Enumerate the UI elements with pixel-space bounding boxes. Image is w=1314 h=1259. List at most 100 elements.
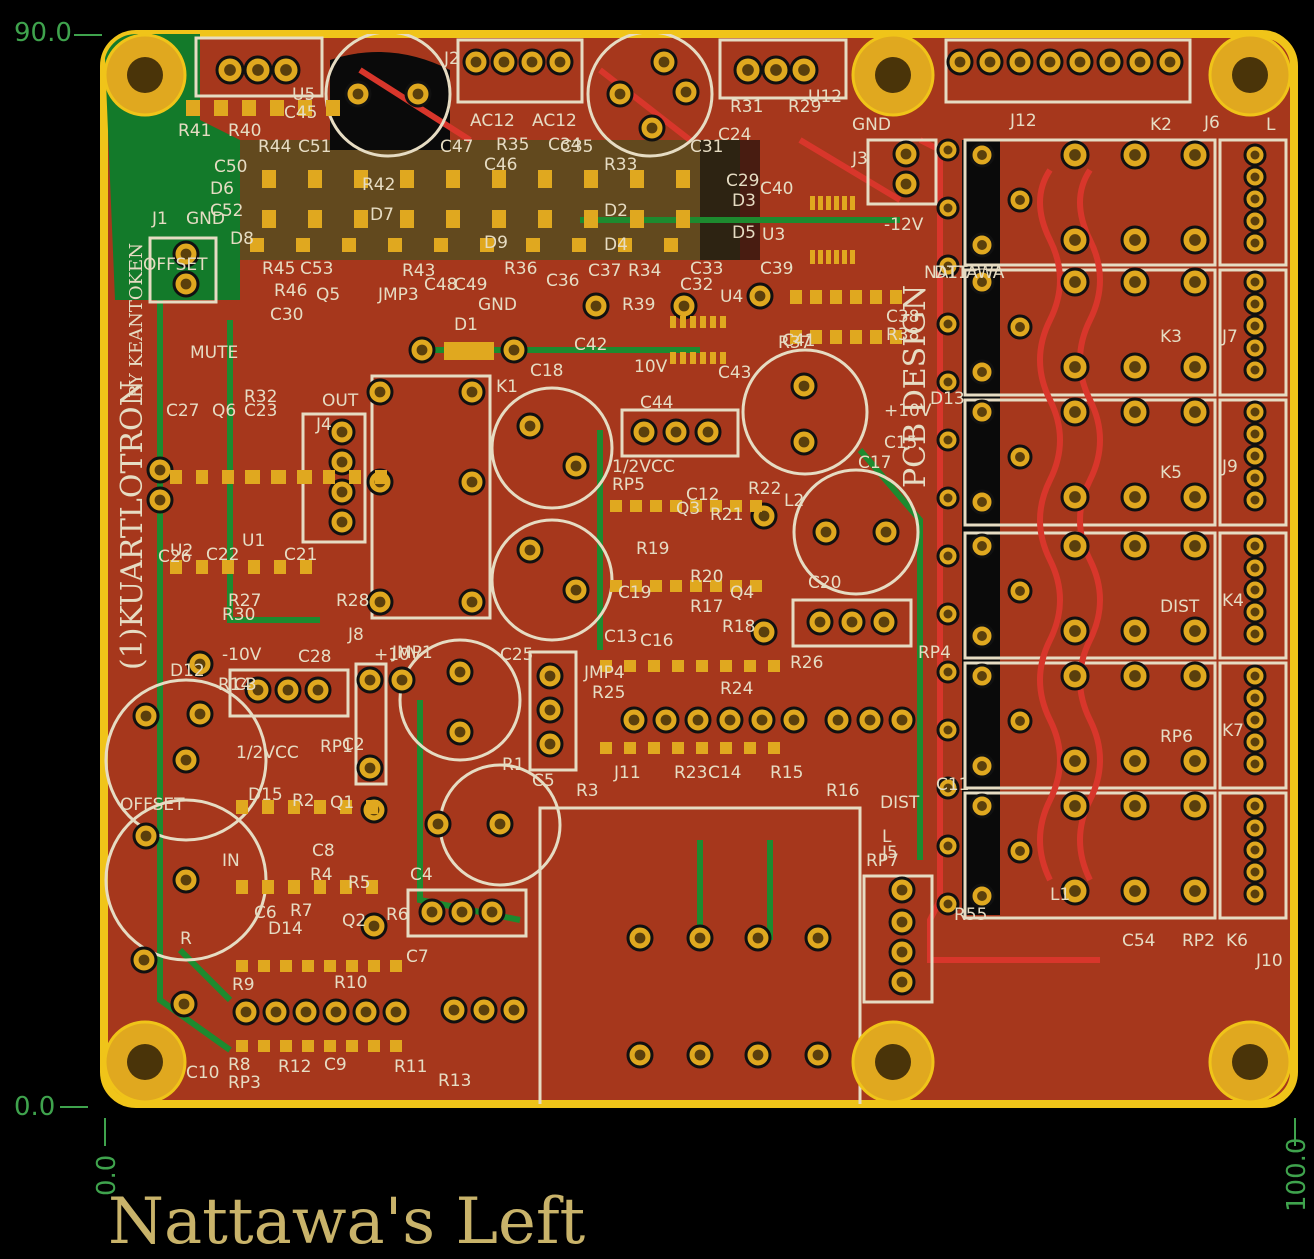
smd-pad bbox=[768, 660, 780, 672]
drill-hole bbox=[1015, 195, 1025, 205]
smd-pad bbox=[326, 100, 340, 116]
silkscreen-label: R38 bbox=[886, 325, 919, 345]
drill-hole bbox=[943, 899, 953, 909]
silkscreen-label: C24 bbox=[718, 125, 752, 145]
silkscreen-label: D13 bbox=[930, 389, 965, 409]
drill-hole bbox=[1250, 629, 1260, 639]
drill-hole bbox=[178, 998, 190, 1010]
silkscreen-label: C50 bbox=[214, 157, 248, 177]
silkscreen-label: R42 bbox=[362, 175, 395, 195]
drill-hole bbox=[1189, 361, 1201, 373]
drill-hole bbox=[544, 738, 556, 750]
drill-hole bbox=[758, 510, 770, 522]
smd-pad bbox=[710, 316, 716, 328]
drill-hole bbox=[1069, 800, 1081, 812]
smd-pad bbox=[744, 660, 756, 672]
silkscreen-label: Q2 bbox=[342, 911, 366, 931]
drill-hole bbox=[832, 714, 844, 726]
smd-pad bbox=[710, 352, 716, 364]
drill-hole bbox=[878, 616, 890, 628]
smd-pad bbox=[744, 742, 756, 754]
silkscreen-label: C5 bbox=[532, 771, 555, 791]
smd-pad bbox=[630, 170, 644, 188]
smd-pad bbox=[222, 560, 234, 574]
drill-hole bbox=[638, 426, 650, 438]
smd-pad bbox=[730, 580, 742, 592]
drill-hole bbox=[678, 300, 690, 312]
smd-pad bbox=[618, 238, 632, 252]
drill-hole bbox=[896, 976, 908, 988]
smd-pad bbox=[271, 470, 283, 484]
smd-pad bbox=[390, 960, 402, 972]
drill-hole bbox=[896, 916, 908, 928]
smd-pad bbox=[388, 238, 402, 252]
silkscreen-label: C35 bbox=[560, 137, 594, 157]
silkscreen-label: R44 bbox=[258, 137, 291, 157]
smd-pad bbox=[850, 290, 862, 304]
dim-y-top: 90.0 bbox=[14, 18, 72, 48]
drill-hole bbox=[798, 380, 810, 392]
silkscreen-label: C33 bbox=[690, 259, 724, 279]
silkscreen-label: C8 bbox=[312, 841, 335, 861]
smd-pad bbox=[434, 238, 448, 252]
smd-pad bbox=[572, 238, 586, 252]
drill-hole bbox=[752, 932, 764, 944]
drill-hole bbox=[508, 344, 520, 356]
silkscreen-label: J11 bbox=[613, 763, 641, 783]
drill-hole bbox=[1129, 800, 1141, 812]
silkscreen-label: R6 bbox=[386, 905, 409, 925]
drill-hole bbox=[1250, 737, 1260, 747]
drill-hole bbox=[486, 906, 498, 918]
smd-pad bbox=[870, 290, 882, 304]
smd-pad bbox=[302, 960, 314, 972]
silkscreen-label: IN bbox=[222, 851, 240, 871]
smd-pad bbox=[890, 330, 902, 344]
silkscreen-label: C53 bbox=[300, 259, 334, 279]
silkscreen-label: R19 bbox=[636, 539, 669, 559]
drill-hole bbox=[1014, 56, 1026, 68]
smd-pad bbox=[526, 238, 540, 252]
dark-region-mid bbox=[700, 140, 760, 260]
drill-hole bbox=[977, 150, 987, 160]
silkscreen-label: R12 bbox=[278, 1057, 311, 1077]
silkscreen-label: -10V bbox=[222, 645, 262, 665]
silkscreen-label: R43 bbox=[402, 261, 435, 281]
silkscreen-label: Q4 bbox=[730, 583, 754, 603]
drill-hole bbox=[692, 714, 704, 726]
smd-pad bbox=[368, 1040, 380, 1052]
silkscreen-label: R15 bbox=[770, 763, 803, 783]
drill-hole bbox=[466, 476, 478, 488]
smd-pad bbox=[850, 250, 855, 264]
smd-pad bbox=[314, 800, 326, 814]
silkscreen-label: R9 bbox=[232, 975, 255, 995]
silkscreen-label: J5 bbox=[881, 843, 898, 863]
silkscreen-label: R13 bbox=[438, 1071, 471, 1091]
smd-pad bbox=[196, 560, 208, 574]
drill-hole bbox=[466, 386, 478, 398]
smd-pad bbox=[280, 960, 292, 972]
silkscreen-label: R23 bbox=[674, 763, 707, 783]
silkscreen-label: K7 bbox=[1222, 721, 1244, 741]
smd-pad bbox=[664, 238, 678, 252]
smd-pad bbox=[492, 210, 506, 228]
drill-hole bbox=[180, 754, 192, 766]
smd-pad bbox=[446, 210, 460, 228]
drill-hole bbox=[1189, 234, 1201, 246]
drill-hole bbox=[1250, 845, 1260, 855]
smd-pad bbox=[834, 196, 839, 210]
silkscreen-label: D2 bbox=[604, 201, 628, 221]
drill-hole bbox=[977, 761, 987, 771]
smd-pad bbox=[890, 290, 902, 304]
drill-hole bbox=[396, 674, 408, 686]
silkscreen-label: C23 bbox=[244, 401, 278, 421]
smd-pad bbox=[170, 560, 182, 574]
smd-pad bbox=[342, 238, 356, 252]
dim-y-bottom: 0.0 bbox=[14, 1092, 56, 1122]
silkscreen-label: J6 bbox=[1203, 113, 1220, 133]
silkscreen-label: D7 bbox=[370, 205, 394, 225]
smd-pad bbox=[826, 250, 831, 264]
silkscreen-label: R37 bbox=[778, 333, 811, 353]
silkscreen-label: C4 bbox=[410, 865, 433, 885]
smd-pad bbox=[648, 742, 660, 754]
